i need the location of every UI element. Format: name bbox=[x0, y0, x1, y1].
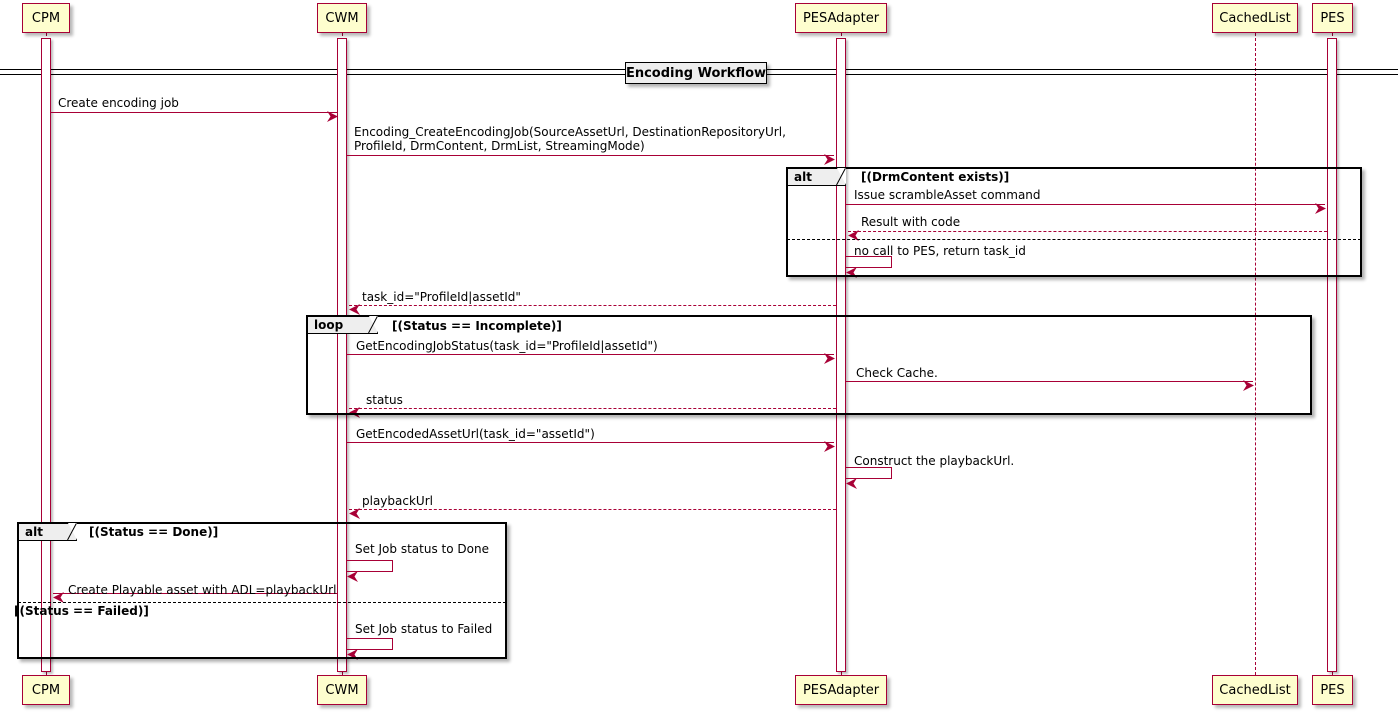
message-line-m6 bbox=[349, 305, 836, 306]
participant-cpm-bottom[interactable]: CPM bbox=[22, 675, 70, 705]
activation-bar-cpm bbox=[41, 38, 51, 672]
participant-pes-bottom[interactable]: PES bbox=[1312, 675, 1353, 705]
message-line-m14 bbox=[53, 593, 337, 594]
fragment-fold-corner bbox=[369, 316, 378, 333]
fragment-loop-status bbox=[306, 315, 1312, 415]
participant-cwm-top[interactable]: CWM bbox=[317, 3, 367, 33]
message-line-m8 bbox=[846, 381, 1253, 382]
message-line-m10 bbox=[347, 442, 834, 443]
activation-bar-pesadapter bbox=[836, 38, 846, 672]
separator-label: Encoding Workflow bbox=[625, 62, 767, 84]
fragment-condition-alt-done-failed-1: [(Status == Failed)] bbox=[14, 604, 149, 618]
participant-cachedlist-bottom[interactable]: CachedList bbox=[1212, 675, 1298, 705]
fragment-condition-alt-done-failed-0: [(Status == Done)] bbox=[89, 525, 219, 539]
message-label-m13: Set Job status to Done bbox=[355, 542, 489, 556]
message-label-m14: Create Playable asset with ADL=playbackU… bbox=[68, 583, 337, 597]
activation-bar-cwm bbox=[337, 38, 347, 672]
fragment-alt-done-failed bbox=[17, 522, 507, 659]
participant-cachedlist-top[interactable]: CachedList bbox=[1212, 3, 1298, 33]
fragment-condition-loop-status-0: [(Status == Incomplete)] bbox=[392, 319, 562, 333]
message-line-m1 bbox=[51, 112, 337, 113]
arrowhead-m3 bbox=[1315, 199, 1326, 214]
fragment-divider-alt-drm-0 bbox=[787, 239, 1361, 240]
arrowhead-m13 bbox=[347, 567, 358, 582]
message-label-m5: no call to PES, return task_id bbox=[854, 244, 1026, 258]
arrowhead-m4 bbox=[848, 226, 859, 241]
arrowhead-m10 bbox=[824, 437, 835, 452]
message-label-m10: GetEncodedAssetUrl(task_id="assetId") bbox=[356, 427, 595, 441]
message-line-m2 bbox=[347, 155, 834, 156]
arrowhead-m6 bbox=[349, 300, 360, 315]
message-label-m6: task_id="ProfileId|assetId" bbox=[362, 290, 521, 304]
participant-pes-top[interactable]: PES bbox=[1312, 3, 1353, 33]
fragment-operator-alt-done-failed: alt bbox=[19, 523, 77, 541]
fragment-fold-corner bbox=[68, 523, 77, 540]
fragment-fold-corner bbox=[837, 168, 846, 185]
arrowhead-m12 bbox=[349, 504, 360, 519]
self-message-m13 bbox=[347, 560, 393, 572]
activation-bar-pes bbox=[1327, 38, 1337, 672]
message-label-m12: playbackUrl bbox=[362, 494, 433, 508]
arrowhead-m1 bbox=[327, 107, 338, 122]
self-message-m11 bbox=[846, 467, 892, 479]
message-label-m11: Construct the playbackUrl. bbox=[854, 454, 1015, 468]
message-label-m9: status bbox=[366, 393, 403, 407]
fragment-operator-loop-status: loop bbox=[308, 316, 378, 334]
message-label-m7: GetEncodingJobStatus(task_id="ProfileId|… bbox=[356, 339, 658, 353]
lifeline-cachedlist bbox=[1255, 33, 1256, 675]
arrowhead-m7 bbox=[824, 349, 835, 364]
message-line-m12 bbox=[349, 509, 836, 510]
arrowhead-m14 bbox=[53, 588, 64, 603]
message-label-m1: Create encoding job bbox=[58, 96, 179, 110]
message-label-m8: Check Cache. bbox=[856, 366, 938, 380]
message-label-m2: Encoding_CreateEncodingJob(SourceAssetUr… bbox=[354, 125, 786, 153]
self-message-m15 bbox=[347, 638, 393, 650]
arrowhead-m9 bbox=[349, 403, 360, 418]
arrowhead-m2 bbox=[824, 150, 835, 165]
participant-pesadapter-bottom[interactable]: PESAdapter bbox=[795, 675, 887, 705]
message-line-m9 bbox=[349, 408, 836, 409]
message-line-m3 bbox=[846, 204, 1325, 205]
arrowhead-m11 bbox=[846, 474, 857, 489]
fragment-operator-alt-drm: alt bbox=[788, 168, 846, 186]
fragment-condition-alt-drm-0: [(DrmContent exists)] bbox=[861, 170, 1010, 184]
message-label-m15: Set Job status to Failed bbox=[355, 622, 493, 636]
participant-cwm-bottom[interactable]: CWM bbox=[317, 675, 367, 705]
message-line-m4 bbox=[848, 231, 1327, 232]
self-message-m5 bbox=[846, 256, 892, 268]
participant-cpm-top[interactable]: CPM bbox=[22, 3, 70, 33]
message-label-m4: Result with code bbox=[861, 215, 961, 229]
fragment-alt-drm bbox=[786, 167, 1362, 277]
message-label-m3: Issue scrambleAsset command bbox=[854, 188, 1041, 202]
participant-pesadapter-top[interactable]: PESAdapter bbox=[795, 3, 887, 33]
message-line-m7 bbox=[347, 354, 834, 355]
arrowhead-m8 bbox=[1243, 376, 1254, 391]
fragment-divider-alt-done-failed-0 bbox=[18, 602, 506, 603]
